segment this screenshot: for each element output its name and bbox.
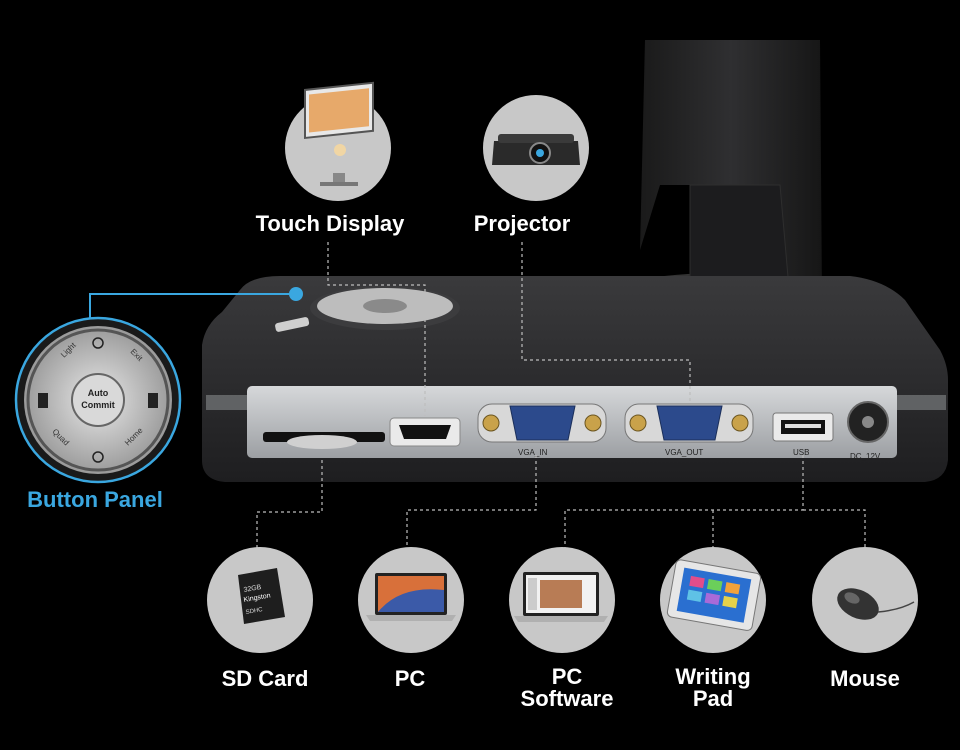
writing-pad-label: Writing Pad bbox=[658, 666, 768, 710]
line-sd-card bbox=[256, 460, 323, 548]
sd-card-slot bbox=[263, 432, 385, 449]
vga-in-label: VGA_IN bbox=[518, 448, 548, 457]
pc-software-label-line1: PC bbox=[551, 664, 583, 689]
zoom-in-icon bbox=[92, 337, 104, 349]
center-button-line1: Auto bbox=[88, 388, 109, 398]
pc-label: PC bbox=[394, 666, 426, 691]
writing-pad-label-line2: Pad bbox=[692, 686, 734, 711]
pc-circle bbox=[358, 547, 464, 653]
sd-card-label: SD Card bbox=[221, 666, 309, 691]
usb-label: USB bbox=[793, 448, 809, 457]
sd-type: SDHC bbox=[245, 607, 263, 616]
line-mouse bbox=[803, 509, 866, 548]
writing-pad-circle bbox=[660, 547, 766, 653]
hdmi-port bbox=[389, 417, 461, 447]
button-panel-label: Button Panel bbox=[27, 487, 163, 512]
connector-lines bbox=[256, 242, 866, 548]
vga-in-port: VGA_IN bbox=[477, 403, 607, 457]
pc-software-label-line2: Software bbox=[520, 686, 614, 711]
mouse-label: Mouse bbox=[830, 666, 900, 691]
sd-card-circle: 32GB Kingston SDHC bbox=[207, 547, 313, 653]
line-pc-software bbox=[564, 455, 804, 548]
left-arrow-icon bbox=[38, 393, 48, 408]
vga-out-label: VGA_OUT bbox=[665, 448, 703, 457]
center-button-line2: Commit bbox=[81, 400, 115, 410]
device-control-dial bbox=[275, 286, 460, 332]
projector-label: Projector bbox=[473, 211, 571, 236]
line-touch-display bbox=[327, 242, 426, 416]
vga-out-port: VGA_OUT bbox=[624, 403, 754, 457]
sd-card-icon bbox=[238, 568, 285, 624]
button-panel-circle: Auto Commit Light Exit Home Quad bbox=[14, 316, 182, 484]
pc-software-label: PC Software bbox=[505, 666, 629, 710]
pc-software-circle bbox=[509, 547, 615, 653]
right-arrow-icon bbox=[148, 393, 158, 408]
sd-capacity: 32GB bbox=[243, 584, 262, 594]
sd-brand: Kingston bbox=[243, 592, 271, 604]
dc-label: DC_12V bbox=[850, 452, 881, 461]
dc-power-port: DC_12V bbox=[847, 401, 889, 461]
zoom-out-icon bbox=[92, 451, 104, 463]
line-button-panel bbox=[89, 293, 296, 325]
line-projector bbox=[521, 242, 691, 403]
writing-pad-label-line1: Writing bbox=[675, 664, 751, 689]
usb-port: USB bbox=[772, 412, 834, 457]
touch-display-label: Touch Display bbox=[255, 211, 405, 236]
mouse-circle bbox=[812, 547, 918, 653]
projector-circle bbox=[483, 95, 589, 201]
touch-display-circle bbox=[285, 81, 391, 201]
